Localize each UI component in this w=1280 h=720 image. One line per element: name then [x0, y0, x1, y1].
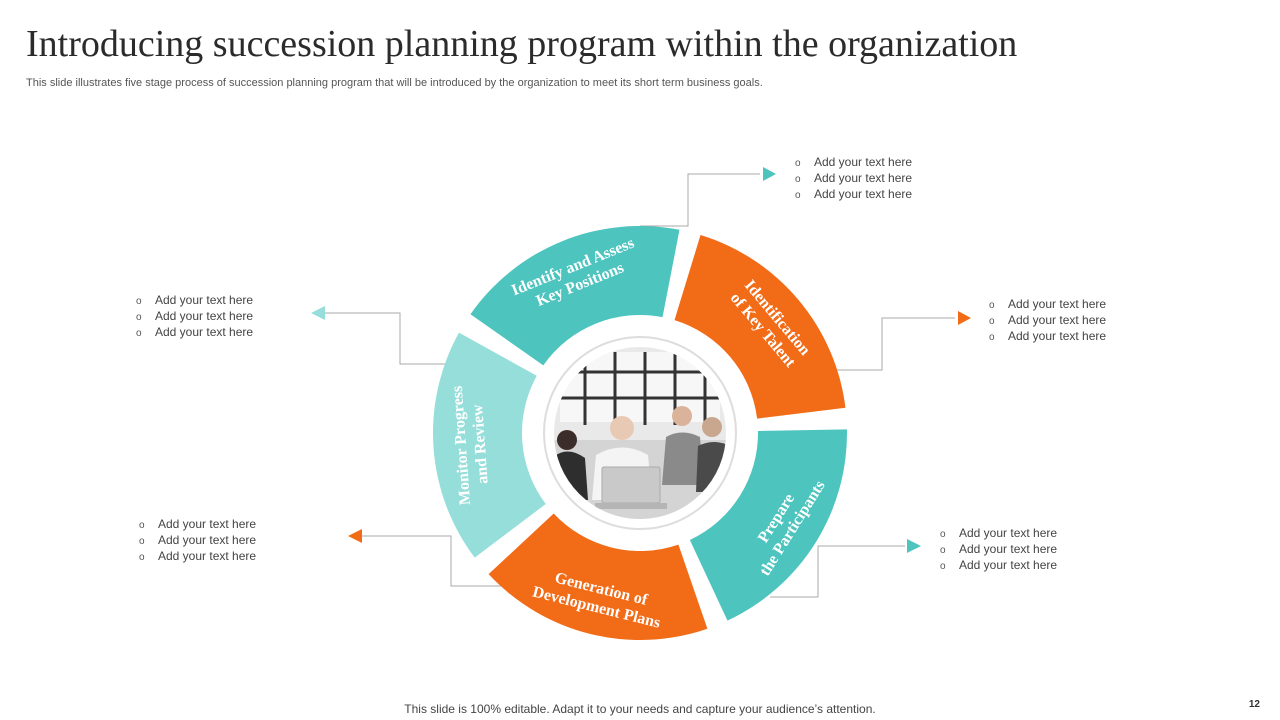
page-number: 12: [1248, 699, 1260, 710]
bullets-prepare: Add your text here Add your text here Ad…: [940, 526, 1057, 574]
arrowhead-icon: [311, 306, 325, 320]
segment-identify: [470, 225, 680, 366]
connector-line-prepare: [770, 545, 905, 598]
arrowhead-icon: [348, 529, 362, 543]
footer-note: This slide is 100% editable. Adapt it to…: [404, 702, 876, 716]
bullet-item: Add your text here: [795, 155, 912, 171]
arrowhead-icon: [907, 539, 921, 553]
bullet-item: Add your text here: [940, 558, 1057, 574]
bullets-monitor: Add your text here Add your text here Ad…: [136, 293, 253, 341]
arrowhead-icon: [958, 311, 971, 325]
bullet-item: Add your text here: [795, 171, 912, 187]
page-subtitle: This slide illustrates five stage proces…: [26, 77, 763, 89]
connector-line-identify: [640, 173, 760, 227]
bullets-development: Add your text here Add your text here Ad…: [139, 517, 256, 565]
bullet-item: Add your text here: [139, 549, 256, 565]
bullet-item: Add your text here: [136, 309, 253, 325]
segment-development: [488, 513, 708, 641]
bullet-item: Add your text here: [795, 187, 912, 203]
page-title: Introducing succession planning program …: [26, 23, 1018, 65]
connector-line-monitor: [325, 312, 445, 365]
bullet-item: Add your text here: [940, 526, 1057, 542]
segment-prepare: [689, 429, 847, 621]
segment-monitor: [433, 332, 546, 558]
bullet-item: Add your text here: [989, 313, 1106, 329]
connector-line-development: [362, 535, 505, 587]
ring-segments: [433, 225, 847, 641]
bullet-item: Add your text here: [940, 542, 1057, 558]
segment-label-line: and Review: [469, 403, 492, 484]
bullet-item: Add your text here: [989, 297, 1106, 313]
connector-line-talent: [830, 317, 955, 371]
inner-ring: [543, 336, 737, 530]
segment-talent: [674, 235, 846, 419]
bullet-item: Add your text here: [989, 329, 1106, 345]
connector-lines: [311, 167, 971, 598]
bullet-item: Add your text here: [136, 325, 253, 341]
bullet-item: Add your text here: [139, 517, 256, 533]
arrowhead-icon: [763, 167, 776, 181]
bullet-item: Add your text here: [139, 533, 256, 549]
bullets-talent: Add your text here Add your text here Ad…: [989, 297, 1106, 345]
meeting-photo: [554, 347, 726, 519]
bullets-identify: Add your text here Add your text here Ad…: [795, 155, 912, 203]
bullet-item: Add your text here: [136, 293, 253, 309]
